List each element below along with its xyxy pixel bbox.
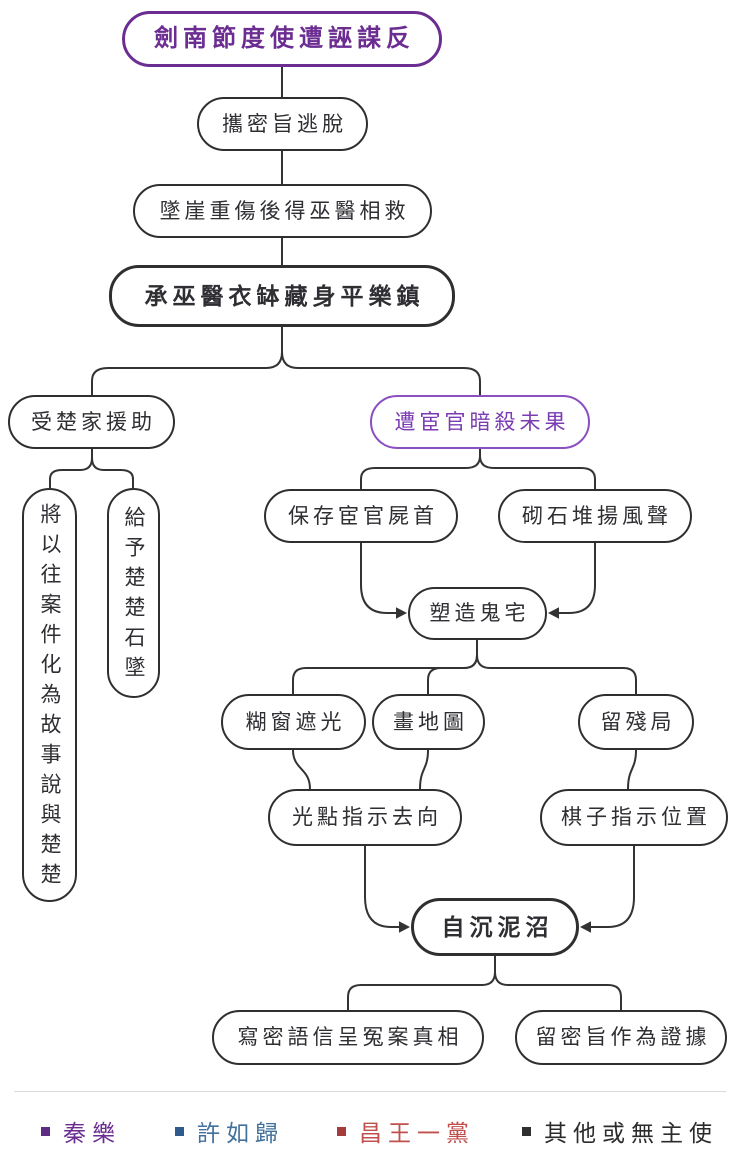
edge-assassination-stones [479,449,596,489]
legend-item-xu-rugui: 許如歸 [175,1116,284,1146]
node-leave-edict-as-evidence: 留密旨作為證據 [515,1010,727,1065]
arrowhead-into-swamp-left [399,921,410,933]
legend-item-other-or-no-mastermind: 其他或無主使 [522,1116,718,1146]
legend-label: 昌王一黨 [359,1120,475,1146]
legend-divider [14,1091,726,1092]
edge-chuaid-stories [49,449,93,488]
arrowhead-into-ghosthouse-right [548,607,559,619]
legend-marker-dark [522,1126,531,1136]
edge-chesspieces-swamp [591,846,635,928]
edge-ghosthouse-endgame [476,640,637,694]
edge-corpse-ghosthouse [360,543,396,614]
node-preserve-eunuch-corpse: 保存宦官屍首 [264,489,458,543]
edge-hide-chuaid [91,327,283,395]
node-give-chuchu-stone-pendant: 給予楚楚石墜 [107,488,160,698]
legend-label: 秦樂 [63,1120,121,1146]
legend-marker-red [337,1126,346,1136]
node-hide-in-pingle-town: 承巫醫衣缽藏身平樂鎮 [109,265,455,327]
edge-endgame-chesspieces [627,749,637,790]
arrowhead-into-ghosthouse-left [396,607,407,619]
edge-swamp-letter [347,956,496,1010]
node-stone-pile-spread-rumors: 砌石堆揚風聲 [498,489,692,543]
node-light-dots-show-direction: 光點指示去向 [268,789,462,846]
legend-item-chang-wang-faction: 昌王一黨 [337,1116,475,1146]
edge-chuaid-pendant [91,449,134,488]
legend-marker-purple [41,1126,50,1136]
edge-lightdots-swamp [364,846,399,928]
edge-hide-assassination [281,327,481,395]
node-eunuch-assassination-failed: 遭宦官暗殺未果 [370,395,590,449]
edge-map-lightdots [419,749,429,790]
node-chess-pieces-show-position: 棋子指示位置 [540,789,728,846]
node-secret-letter-reveals-truth: 寫密語信呈冤案真相 [212,1010,484,1065]
arrowhead-into-swamp-right [580,921,591,933]
edge-stones-ghosthouse [559,543,596,614]
node-chu-family-aid: 受楚家援助 [8,395,175,449]
legend-label: 許如歸 [197,1120,284,1146]
node-cliff-fall-rescued-by-shaman: 墜崖重傷後得巫醫相救 [133,184,432,238]
edge-swamp-edict [494,956,622,1010]
node-paper-windows-block-light: 糊窗遮光 [221,694,366,750]
legend-label: 其他或無主使 [544,1120,718,1146]
node-create-ghost-house: 塑造鬼宅 [408,587,547,640]
edge-ghosthouse-map [427,640,478,694]
node-leave-chess-endgame: 留殘局 [578,694,694,750]
node-draw-map: 畫地圖 [372,694,485,750]
edge-assassination-corpse [360,449,481,489]
node-past-cases-told-as-stories: 將以往案件化為故事說與楚楚 [22,488,77,902]
node-jiannan-accused-of-treason: 劍南節度使遭誣謀反 [122,11,442,67]
node-escape-with-secret-edict: 攜密旨逃脫 [197,97,368,151]
legend-marker-blue [175,1126,184,1136]
node-sink-into-swamp: 自沉泥沼 [411,898,579,956]
legend-item-qin-yue: 秦樂 [41,1116,121,1146]
edge-windows-lightdots [292,749,311,790]
